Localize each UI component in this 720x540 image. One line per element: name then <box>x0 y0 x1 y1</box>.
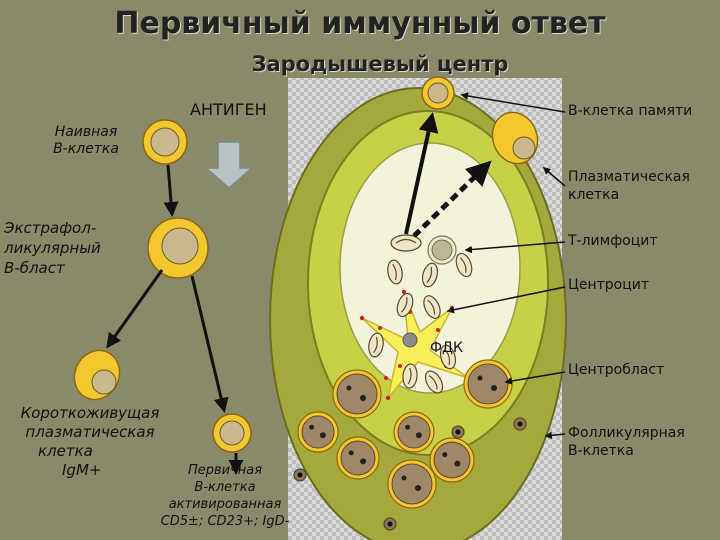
t-lymphocyte <box>427 235 457 265</box>
extrafollicular-b-blast <box>147 217 209 279</box>
centroblast-cell <box>332 369 382 419</box>
plasma-dashed-arrow <box>412 160 492 238</box>
centroblast-cell <box>429 437 475 483</box>
plasma-cell <box>491 111 539 165</box>
follicular-b-cell <box>383 517 397 531</box>
primary-b-label-line3: активированная <box>168 497 282 512</box>
plasma-cell-label-line2: клетка <box>568 187 620 203</box>
naive-b-label: Наивная В-клетка <box>38 124 134 158</box>
centroblast-cell <box>393 411 435 453</box>
memory-arrow <box>404 112 439 235</box>
short-lived-plasma-cell <box>73 349 121 401</box>
centroblast-cell <box>336 436 380 480</box>
centroblast-cell <box>387 459 437 509</box>
memory-b-label: В-клетка памяти <box>568 103 693 119</box>
centrocyte-cell <box>387 259 403 285</box>
centrocyte-cell <box>455 252 473 278</box>
centrocyte-cell <box>439 344 457 370</box>
centroblast-cell <box>297 411 339 453</box>
centroblast-cells <box>297 359 513 509</box>
centroblast-label: Центробласт <box>568 362 665 378</box>
plasma-cell-label: Плазматическая клетка <box>568 168 690 204</box>
follicular-b-label-line2: В-клетка <box>568 443 634 459</box>
fdc-label: ФДК <box>430 340 463 356</box>
plasma-cell-label-line1: Плазматическая <box>568 169 690 185</box>
memory-b-cell <box>421 76 455 110</box>
follicular-b-cell <box>293 468 307 482</box>
follicular-b-label-line1: Фолликулярная <box>568 425 685 441</box>
centrocyte-cells <box>368 252 473 394</box>
naive-b-label-line2: В-клетка <box>53 141 119 157</box>
antigen-arrow <box>203 141 255 189</box>
primary-b-label-line1: Первичная <box>187 463 263 478</box>
t-lymphocyte-label: Т-лимфоцит <box>568 233 658 249</box>
centrocyte-cell <box>402 363 418 389</box>
follicular-b-cells <box>293 417 527 531</box>
primary-b-label: Первичная В-клетка активированная CD5±; … <box>150 462 300 530</box>
antigen-label: АНТИГЕН <box>190 100 267 119</box>
short-lived-label: Короткоживущая плазматическая клетка IgM… <box>6 404 174 480</box>
extrafollicular-label: Экстрафол- ликулярный В-бласт <box>4 218 101 278</box>
pointer-lines <box>446 92 566 440</box>
follicular-b-cell <box>451 425 465 439</box>
short-lived-label-line2: плазматическая <box>25 423 155 441</box>
primary-b-label-line4: CD5±; CD23+; IgD- <box>160 514 290 529</box>
selected-centrocyte <box>390 234 422 252</box>
naive-b-cell <box>142 119 188 165</box>
short-lived-label-line3: клетка <box>38 442 93 460</box>
subtitle: Зародышевый центр <box>251 52 509 76</box>
extrafollicular-label-line1: Экстрафол- <box>4 219 97 237</box>
follicular-b-label: Фолликулярная В-клетка <box>568 424 685 460</box>
extrafollicular-label-line2: ликулярный <box>4 239 101 257</box>
primary-b-label-line2: В-клетка <box>194 480 256 495</box>
short-lived-label-line1: Короткоживущая <box>20 404 160 422</box>
primary-activated-b-cell <box>212 413 252 453</box>
centrocyte-cell <box>423 295 441 319</box>
naive-b-label-line1: Наивная <box>54 124 118 140</box>
lineage-arrows <box>106 164 244 475</box>
centrocyte-cell <box>424 370 444 394</box>
extrafollicular-label-line3: В-бласт <box>4 259 65 277</box>
centrocyte-label: Центроцит <box>568 277 650 293</box>
short-lived-label-line4: IgM+ <box>62 461 102 479</box>
centroblast-cell <box>463 359 513 409</box>
centrocyte-cell <box>421 262 439 288</box>
centrocyte-cell <box>368 332 384 358</box>
main-title: Первичный иммунный ответ <box>114 6 606 41</box>
follicular-b-cell <box>513 417 527 431</box>
centrocyte-cell <box>396 292 414 318</box>
